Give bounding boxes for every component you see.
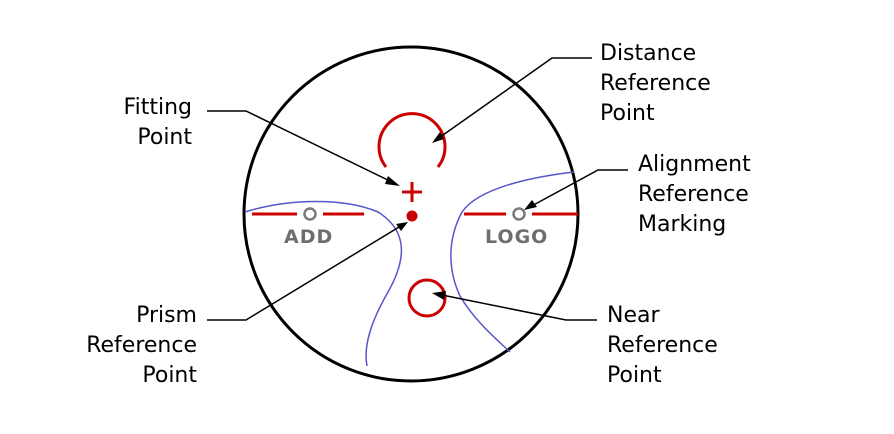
alignment-reference-marking-label-line: Reference [638,182,749,207]
alignment-reference-marking-label-line: Alignment [638,152,751,177]
fitting-point-label-line: Fitting [123,95,192,120]
arrowhead-alignment-reference [524,200,537,210]
fitting-point-label-line: Point [137,125,192,150]
leader-alignment-reference [527,169,628,209]
corridor-boundary-left [244,200,403,367]
arrowhead-prism-reference [396,222,408,231]
leader-prism-reference [207,223,405,321]
alignment-reference-marking-label: Alignment Reference Marking [638,150,751,240]
near-reference-circle [407,278,447,318]
near-reference-point-label-line: Reference [607,333,718,358]
arrowhead-fitting-point [385,176,400,186]
prism-reference-point-label-line: Prism [136,303,197,328]
prism-reference-dot [406,210,418,222]
near-reference-point-label: Near Reference Point [607,301,718,391]
fitting-point-label: Fitting Point [124,93,192,153]
prism-reference-point-label: Prism Reference Point [86,301,197,391]
leader-near-reference [436,293,597,321]
distance-reference-point-label-line: Point [600,101,655,126]
alignment-reference-marking-label-line: Marking [638,212,727,237]
distance-reference-point-label: Distance Reference Point [600,39,711,129]
arrowhead-distance-reference [432,132,444,143]
prism-reference-point-label-line: Point [142,363,197,388]
distance-reference-point-label-line: Reference [600,71,711,96]
logo-engraving: LOGO [485,226,549,248]
leader-fitting-point [207,110,397,185]
arrowhead-near-reference [432,291,446,300]
corridor-boundary-right [450,171,575,353]
alignment-circle-right [512,207,526,221]
alignment-circle-left [303,207,317,221]
distance-reference-point-label-line: Distance [600,41,697,66]
leader-distance-reference [435,57,592,141]
distance-reference-arc [377,112,447,168]
near-reference-point-label-line: Point [607,363,662,388]
prism-reference-point-label-line: Reference [86,333,197,358]
near-reference-point-label-line: Near [607,303,660,328]
add-engraving: ADD [284,226,334,248]
